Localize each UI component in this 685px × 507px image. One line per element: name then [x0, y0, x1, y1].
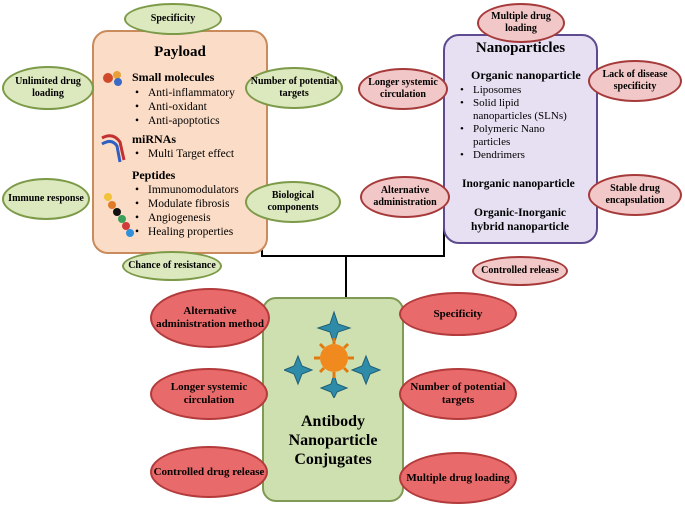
list-item: Angiogenesis — [135, 211, 239, 225]
list-item: Healing properties — [135, 225, 239, 239]
list-item: Modulate fibrosis — [135, 197, 239, 211]
nano-lack-specificity-ellipse: Lack of disease specificity — [588, 60, 682, 102]
inorganic-heading: Inorganic nanoparticle — [462, 178, 575, 190]
list-item: Anti-apoptotics — [135, 114, 235, 128]
peptides-heading: Peptides — [132, 168, 176, 182]
payload-unlimited-loading-ellipse: Unlimited drug loading — [2, 66, 94, 110]
mirna-hairpin-icon — [101, 134, 126, 163]
nano-longer-circulation-ellipse: Longer systemic circulation — [358, 68, 448, 110]
mirnas-heading: miRNAs — [132, 132, 176, 146]
organic-list: Liposomes Solid lipid nanoparticles (SLN… — [460, 84, 568, 162]
conjugates-title: Antibody Nanoparticle Conjugates — [288, 413, 378, 468]
list-item: Anti-inflammatory — [135, 86, 235, 100]
payload-resistance-ellipse: Chance of resistance — [122, 251, 222, 281]
payload-title: Payload — [154, 44, 206, 60]
anc-targets-ellipse: Number of potential targets — [399, 368, 517, 420]
nanoparticles-title: Nanoparticles — [475, 40, 566, 56]
nanoparticle-antibody-icon — [284, 310, 382, 398]
list-item: Immunomodulators — [135, 183, 239, 197]
payload-immune-response-ellipse: Immune response — [2, 178, 90, 220]
hybrid-heading: Organic-Inorganic hybrid nanoparticle — [470, 207, 570, 233]
small-molecules-heading: Small molecules — [132, 70, 215, 84]
list-item: Polymeric Nano particles — [460, 123, 568, 149]
connector-bracket — [261, 218, 445, 257]
anc-longer-circulation-ellipse: Longer systemic circulation — [150, 368, 268, 420]
payload-biological-components-ellipse: Biological components — [245, 181, 341, 223]
anc-controlled-release-ellipse: Controlled drug release — [150, 446, 268, 498]
nano-controlled-release-ellipse: Controlled release — [472, 256, 568, 286]
list-item: Liposomes — [460, 84, 568, 97]
anc-alternative-administration-ellipse: Alternative administration method — [150, 288, 270, 348]
list-item: Anti-oxidant — [135, 100, 235, 114]
peptide-chain-icon — [104, 193, 134, 237]
list-item: Solid lipid nanoparticles (SLNs) — [460, 97, 568, 123]
payload-specificity-ellipse: Specificity — [124, 3, 222, 35]
organic-heading: Organic nanoparticle — [471, 68, 581, 82]
peptides-list: Immunomodulators Modulate fibrosis Angio… — [135, 183, 239, 239]
nano-multiple-loading-ellipse: Multiple drug loading — [477, 3, 565, 43]
list-item: Dendrimers — [460, 149, 568, 162]
payload-targets-ellipse: Number of potential targets — [245, 67, 343, 109]
anc-multiple-loading-ellipse: Multiple drug loading — [399, 452, 517, 504]
small-molecules-list: Anti-inflammatory Anti-oxidant Anti-apop… — [135, 86, 235, 128]
nano-alternative-administration-ellipse: Alternative administration — [360, 176, 450, 218]
small-molecule-icon — [103, 71, 122, 86]
list-item: Multi Target effect — [135, 147, 234, 161]
mirnas-list: Multi Target effect — [135, 147, 234, 161]
anc-specificity-ellipse: Specificity — [399, 292, 517, 336]
nano-stable-encapsulation-ellipse: Stable drug encapsulation — [588, 174, 682, 216]
